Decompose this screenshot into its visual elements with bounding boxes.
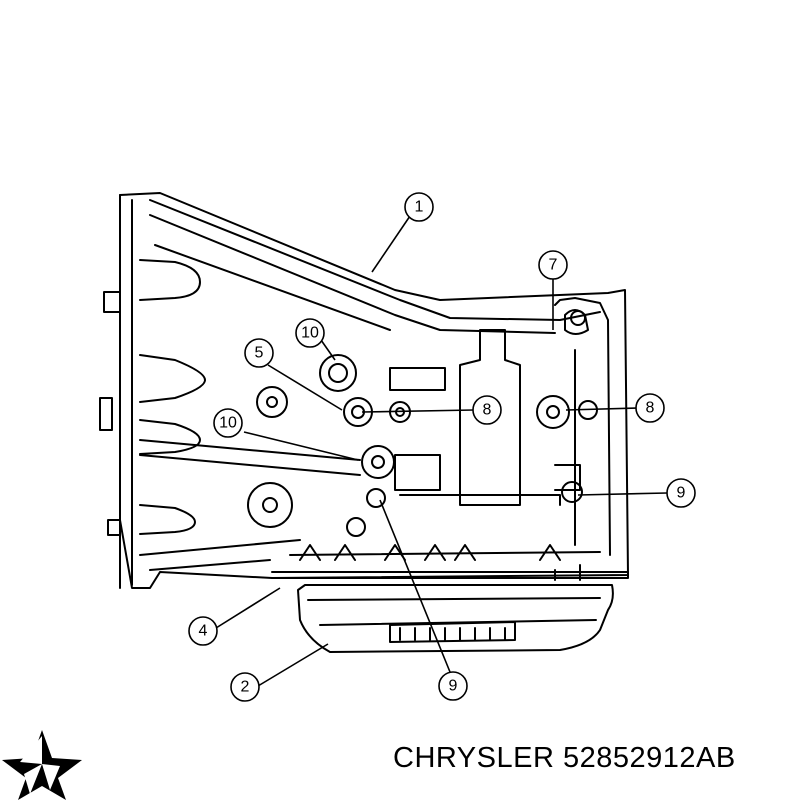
svg-text:8: 8 (483, 402, 492, 419)
callout-8-right: 8 (635, 393, 665, 423)
callout-7: 7 (538, 250, 568, 280)
svg-text:2: 2 (241, 679, 250, 696)
svg-text:5: 5 (255, 345, 264, 362)
svg-text:9: 9 (449, 678, 458, 695)
callout-5: 5 (244, 338, 274, 368)
chrysler-pentastar-icon (2, 730, 82, 800)
callout-10-lower: 10 (213, 408, 243, 438)
callout-10-upper: 10 (295, 318, 325, 348)
callout-9-bottom: 9 (438, 671, 468, 701)
leader-lines (215, 215, 668, 687)
svg-text:1: 1 (415, 199, 424, 216)
brand-part-number: CHRYSLER 52852912AB (393, 742, 736, 774)
transmission-drawing (99, 192, 629, 653)
callout-2: 2 (230, 672, 260, 702)
callout-4: 4 (188, 616, 218, 646)
callout-8-center: 8 (472, 395, 502, 425)
svg-text:10: 10 (301, 325, 319, 342)
callout-1: 1 (404, 192, 434, 222)
svg-text:10: 10 (219, 415, 237, 432)
svg-text:8: 8 (646, 400, 655, 417)
callout-9-right: 9 (666, 478, 696, 508)
svg-text:7: 7 (549, 257, 558, 274)
svg-text:9: 9 (677, 485, 686, 502)
svg-text:4: 4 (199, 623, 208, 640)
